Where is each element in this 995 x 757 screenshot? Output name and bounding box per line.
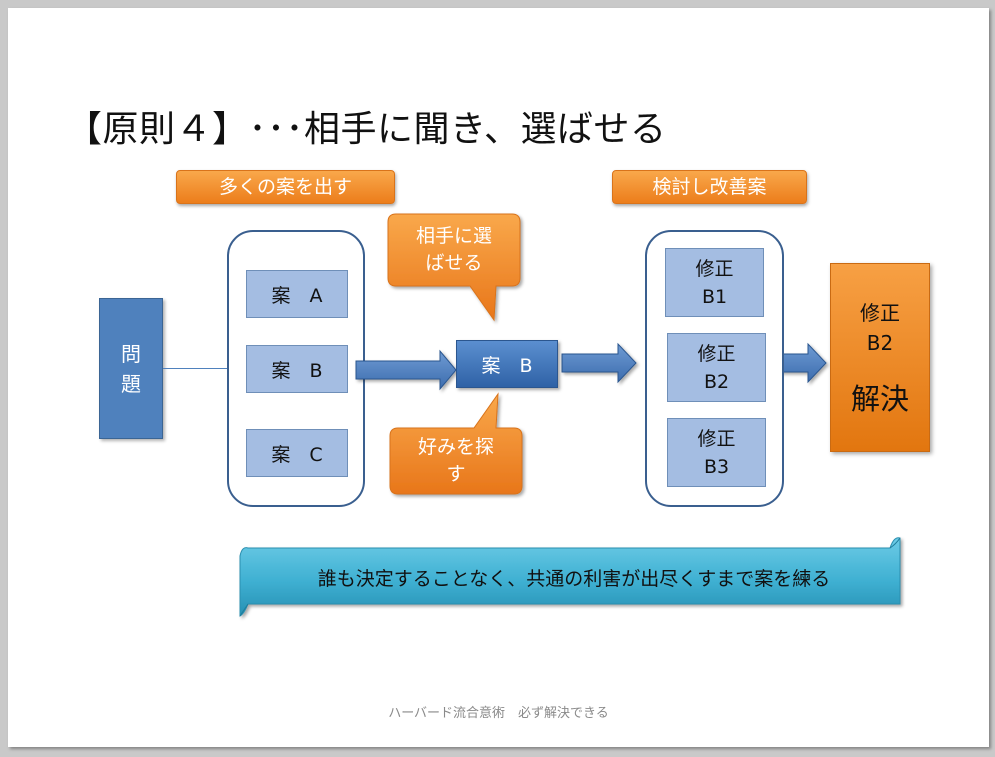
slide-footer: ハーバード流合意術 必ず解決できる [388,706,609,721]
solution-box: 修正 B2 解決 [830,263,930,452]
diagram-shapes [239,213,901,617]
arrow-to-revisions [561,342,637,384]
case-b-box: 案 B [246,345,348,393]
revision-b2-line-2: B2 [703,370,730,393]
problem-connector-line [163,368,231,369]
case-a-box: 案 A [246,270,348,318]
review-improve-label: 検討し改善案 [612,170,807,204]
banner-text: 誰も決定することなく、共通の利害が出尽くすまで案を練る [317,567,831,590]
arrow-to-solution [777,342,827,384]
callout-bottom-line-1: 好みを探 [417,436,494,458]
arrow-to-selected-case [355,349,457,391]
problem-box: 問 題 [99,298,163,439]
callout-top-shape [387,213,521,322]
selected-case-box: 案 B [456,340,558,388]
solution-resolved-text: 解決 [850,381,909,416]
slide-title: 【原則４】･･･相手に聞き、選ばせる [66,109,667,150]
solution-line-2: B2 [866,330,894,355]
revision-b1-line-2: B1 [701,285,728,308]
revision-b3-line-1: 修正 [697,427,736,450]
solution-line-1: 修正 [860,300,900,325]
revision-b1-line-1: 修正 [695,257,734,280]
banner-scroll-shape [239,537,901,617]
case-c-box: 案 C [246,429,348,477]
revision-b3-box: 修正 B3 [667,418,766,487]
revision-b2-line-1: 修正 [697,342,736,365]
callout-bottom: 好みを探 す [390,428,522,494]
revision-b1-box: 修正 B1 [665,248,764,317]
many-proposals-label: 多くの案を出す [176,170,395,204]
slide: 【原則４】･･･相手に聞き、選ばせる 多くの案を出す 検討し改善案 問 題 案 … [8,8,989,747]
callout-top: 相手に選 ばせる [388,216,520,284]
revision-b2-box: 修正 B2 [667,333,766,402]
callout-bottom-line-2: す [446,463,466,485]
revision-b3-line-2: B3 [703,455,730,478]
problem-char-1: 問 [121,341,141,366]
callout-bottom-shape [389,392,523,495]
callout-top-line-1: 相手に選 [415,225,492,247]
callout-top-line-2: ばせる [425,252,483,274]
problem-char-2: 題 [121,371,141,396]
